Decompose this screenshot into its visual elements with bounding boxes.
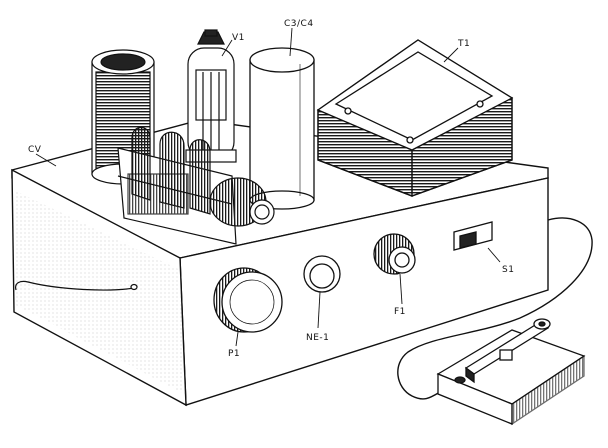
- electrolytic-capacitor: [249, 47, 315, 210]
- ne1-neon-lamp: [303, 255, 341, 293]
- left-wire: [15, 280, 135, 291]
- power-cord: [397, 217, 593, 400]
- label-s1: S1: [502, 265, 514, 275]
- leader-lines: [35, 27, 501, 347]
- label-f1: F1: [394, 307, 406, 317]
- label-v1: V1: [232, 33, 245, 43]
- label-p1: P1: [228, 349, 240, 359]
- telegraph-key[interactable]: [436, 318, 586, 426]
- p1-knob[interactable]: [213, 267, 283, 333]
- left-wire-grommet: [130, 283, 138, 291]
- label-cv: CV: [28, 145, 42, 155]
- transformer: [316, 39, 514, 197]
- tuning-knob[interactable]: [209, 177, 275, 227]
- label-t1: T1: [457, 39, 470, 49]
- label-c3c4: C3/C4: [284, 19, 314, 29]
- label-ne1: NE-1: [306, 333, 329, 343]
- f1-fuse-holder[interactable]: [373, 233, 416, 275]
- variable-capacitor: [117, 126, 237, 245]
- s1-switch[interactable]: [453, 221, 493, 251]
